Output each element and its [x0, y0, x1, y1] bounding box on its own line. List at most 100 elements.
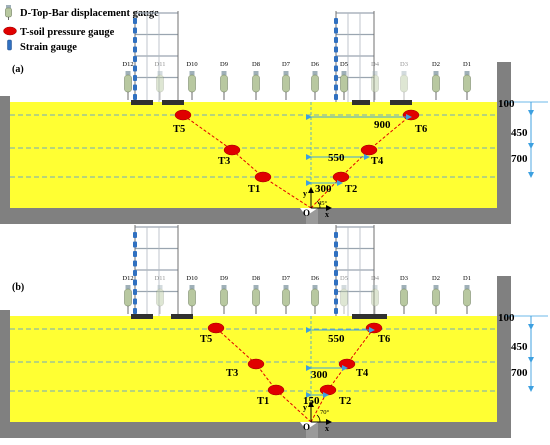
displacement-gauge-label: D8 [252, 275, 260, 282]
strain-gauge [133, 46, 137, 53]
y-axis-label: y [303, 403, 307, 412]
strain-gauge [133, 298, 137, 305]
gauge-body [400, 74, 408, 93]
displacement-gauge-label: D3 [400, 275, 408, 282]
failure-line [310, 327, 375, 423]
angle-label: 70° [320, 409, 330, 416]
depth-dim-label: 100 [498, 312, 515, 324]
legend-label-displacement: D-Top-Bar displacement gauge [20, 8, 159, 19]
displacement-gauge-label: D11 [155, 61, 166, 68]
displacement-gauge: D6 [311, 275, 320, 314]
strain-gauge [334, 232, 338, 238]
gauge-cap [372, 285, 378, 289]
pressure-gauge-label: T2 [345, 184, 357, 195]
displacement-gauge-label: D4 [371, 61, 380, 68]
x-axis-label: x [325, 210, 329, 219]
gauge-cap [401, 71, 407, 75]
left-wall [0, 310, 10, 438]
strain-gauge [334, 65, 338, 72]
origin-label: O [303, 422, 310, 432]
pressure-gauge [402, 109, 420, 121]
displacement-gauge-label: D2 [432, 275, 440, 282]
strain-gauge [133, 18, 137, 24]
displacement-gauge: D5 [340, 275, 348, 314]
strain-gauge [133, 260, 137, 267]
gauge-body [156, 288, 164, 307]
gauge-cap [157, 71, 163, 75]
strain-gauge [133, 270, 137, 276]
pressure-gauge [223, 144, 241, 156]
displacement-gauge-label: D9 [220, 275, 228, 282]
gauge-cap [253, 285, 259, 289]
displacement-gauge-label: D1 [463, 275, 471, 282]
strain-gauge [133, 65, 137, 72]
displacement-gauge-label: D10 [186, 61, 197, 68]
pressure-gauge [254, 171, 272, 183]
strain-gauge [334, 289, 338, 295]
strain-gauge [133, 27, 137, 34]
displacement-gauge-label: D11 [155, 275, 166, 282]
origin-label: O [303, 208, 310, 218]
gauge-cap [189, 71, 195, 75]
displacement-gauge-label: D8 [252, 61, 260, 68]
displacement-gauge-label: D6 [311, 275, 320, 282]
pressure-gauge [365, 322, 383, 334]
strain-gauge [334, 27, 338, 34]
displacement-gauge: D3 [400, 61, 408, 100]
pressure-gauge-label: T4 [356, 368, 369, 379]
gauge-cap [253, 71, 259, 75]
depth-dim-label: 700 [511, 367, 528, 379]
displacement-gauge-label: D12 [122, 275, 133, 282]
legend-label-strain: Strain gauge [20, 42, 77, 53]
strain-gauge [334, 46, 338, 53]
strain-gauge [133, 75, 137, 81]
displacement-gauge-label: D5 [340, 275, 348, 282]
pressure-gauge [360, 144, 378, 156]
strain-gauge [334, 260, 338, 267]
displacement-gauge: D7 [282, 275, 291, 314]
strain-gauge [334, 37, 338, 43]
gauge-body [463, 288, 471, 307]
strain-gauge [334, 84, 338, 91]
gauge-cap [312, 285, 318, 289]
gauge-body [156, 74, 164, 93]
gauge-body [252, 74, 260, 93]
strain-gauge [334, 94, 338, 100]
y-axis-label: y [303, 189, 307, 198]
gauge-body [371, 288, 379, 307]
pressure-gauge-label: T1 [248, 184, 260, 195]
gauge-cap [433, 71, 439, 75]
failure-line [215, 327, 312, 423]
footing-plate [171, 314, 193, 319]
displacement-gauge-label: D10 [186, 275, 197, 282]
gauge-body [371, 74, 379, 93]
displacement-gauge-icon [5, 5, 12, 20]
panel-label: (b) [12, 282, 24, 293]
gauge-cap [341, 285, 347, 289]
strain-gauge [334, 308, 338, 314]
strain-gauge-icon [7, 39, 12, 51]
gauge-body [311, 74, 319, 93]
displacement-gauge-label: D4 [371, 275, 380, 282]
pressure-gauge [319, 384, 337, 396]
strain-gauge [334, 56, 338, 62]
angle-arc [316, 414, 321, 423]
gauge-body [220, 74, 228, 93]
horizontal-dim-label: 900 [374, 119, 391, 131]
strain-gauge [133, 232, 137, 238]
legend-label-pressure: T-soil pressure gauge [20, 27, 115, 38]
gauge-cap [433, 285, 439, 289]
displacement-gauge: D10 [186, 61, 198, 100]
gauge-cap [372, 71, 378, 75]
gauge-cap [283, 71, 289, 75]
displacement-gauge: D4 [371, 275, 380, 314]
displacement-gauge: D8 [252, 275, 260, 314]
strain-gauge [133, 241, 137, 248]
gauge-body [252, 288, 260, 307]
depth-dim-label: 100 [498, 98, 515, 110]
footing-plate [131, 314, 153, 319]
gauge-body [282, 74, 290, 93]
footing-plate [131, 100, 153, 105]
